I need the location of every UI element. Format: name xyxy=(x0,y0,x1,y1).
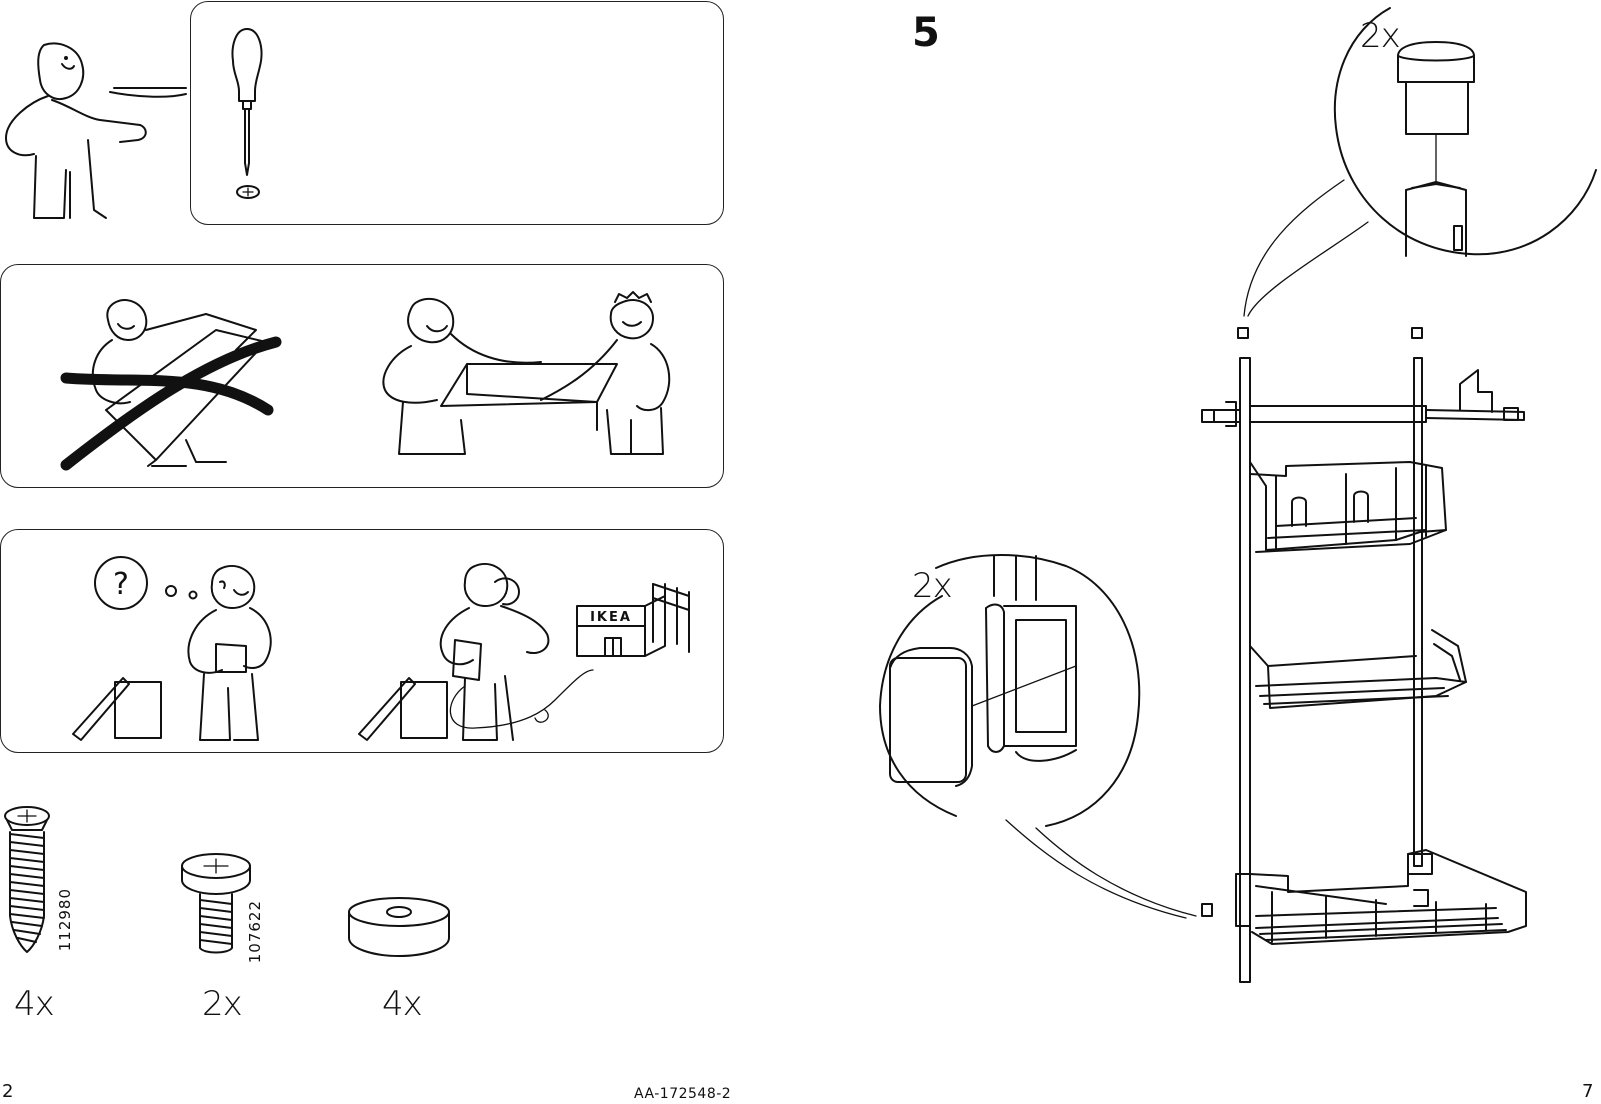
confused-figure-icon xyxy=(176,562,286,742)
part-number-107622: 107622 xyxy=(246,900,264,963)
page-number-left: 2 xyxy=(2,1081,13,1102)
step-number: 5 xyxy=(912,10,940,56)
two-people-carrying-icon xyxy=(381,290,681,470)
opened-box-icon xyxy=(71,648,171,740)
tool-tip-panel xyxy=(190,1,724,225)
quantity-washer: 4x xyxy=(382,984,422,1024)
screw-head-icon xyxy=(235,184,261,200)
bumper-cap-detail xyxy=(876,556,1216,926)
ikea-sign: IKEA xyxy=(590,610,632,625)
quantity-112980: 4x xyxy=(14,984,54,1024)
quantity-107622: 2x xyxy=(202,984,242,1024)
lifting-alone-crossed-out-icon xyxy=(56,290,286,470)
page-number-right: 7 xyxy=(1582,1081,1593,1102)
svg-text:?: ? xyxy=(113,567,129,602)
end-cap-quantity: 2x xyxy=(1360,16,1400,56)
help-tip-panel: ? IKEA xyxy=(0,529,724,753)
bumper-cap-quantity: 2x xyxy=(912,566,952,606)
wire-basket-rack-icon xyxy=(1196,326,1546,990)
two-person-tip-panel xyxy=(0,264,724,488)
part-number-112980: 112980 xyxy=(56,888,74,951)
washer-icon xyxy=(346,896,452,958)
assembler-figure-icon xyxy=(0,40,190,225)
phillips-screwdriver-icon xyxy=(227,27,267,207)
end-cap-detail xyxy=(1240,0,1600,320)
machine-screw-icon xyxy=(180,852,252,956)
document-id: AA-172548-2 xyxy=(634,1086,731,1102)
wood-screw-icon xyxy=(2,806,52,956)
ikea-store-icon: IKEA xyxy=(575,582,705,672)
